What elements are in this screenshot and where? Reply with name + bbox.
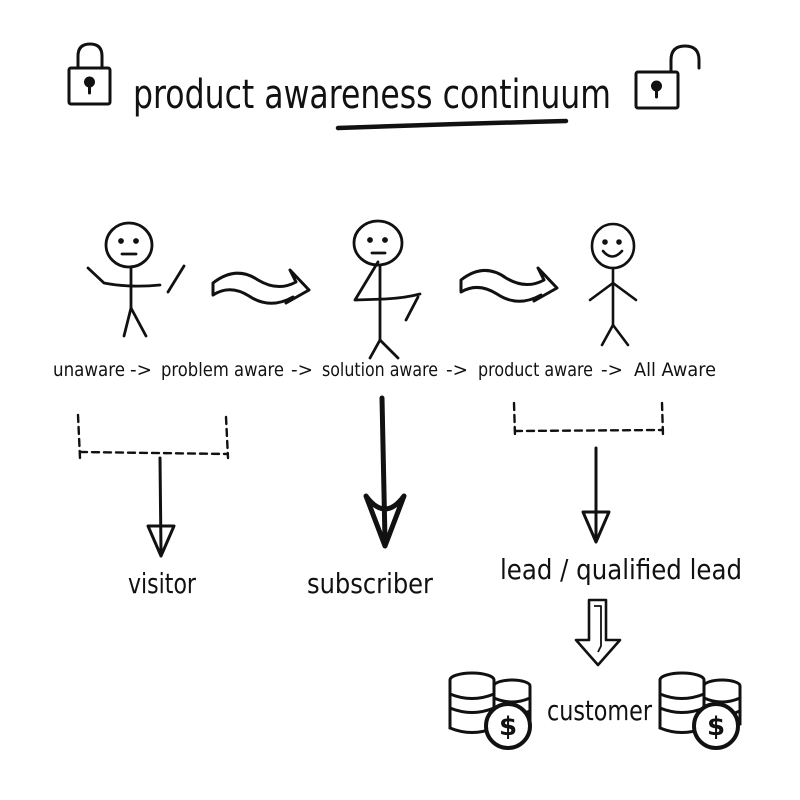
stage-product-aware: product aware — [478, 359, 593, 381]
stage-labels: unaware -> problem aware -> solution awa… — [53, 359, 716, 381]
stage-separator: -> — [291, 359, 313, 381]
outcome-lead: lead / qualified lead — [500, 553, 742, 586]
stage-separator: -> — [446, 359, 468, 381]
stage-separator: -> — [601, 359, 623, 381]
bracket-right — [512, 401, 665, 438]
lock-open-icon — [634, 44, 701, 110]
wavy-arrow-icon — [211, 268, 311, 305]
wavy-arrow-icon — [459, 266, 559, 303]
stage-solution-aware: solution aware — [322, 359, 438, 381]
page-title: product awareness continuum — [133, 72, 611, 118]
outcome-subscriber: subscriber — [307, 567, 433, 600]
coin-stack-icon-left: $ — [448, 671, 532, 750]
arrow-down-icon — [146, 456, 176, 558]
block-arrow-down-icon — [574, 598, 622, 667]
coin-stack-icon-right: $ — [658, 671, 742, 750]
dollar-icon: $ — [707, 712, 725, 742]
outcome-customer: customer — [547, 694, 652, 727]
stick-figure-thinking — [352, 219, 422, 360]
stage-problem-aware: problem aware — [161, 359, 284, 381]
bracket-left — [76, 413, 230, 460]
stage-separator: -> — [130, 359, 152, 381]
title-underline — [335, 118, 569, 131]
stick-figure-unaware — [86, 221, 186, 338]
lock-closed-icon — [67, 42, 112, 106]
dollar-icon: $ — [499, 712, 517, 742]
arrow-down-large-icon — [363, 395, 407, 549]
stage-unaware: unaware — [53, 359, 125, 381]
stick-figure-happy — [588, 222, 638, 347]
outcome-visitor: visitor — [128, 567, 196, 600]
arrow-down-icon — [581, 446, 611, 544]
stage-all-aware: All Aware — [634, 359, 716, 381]
